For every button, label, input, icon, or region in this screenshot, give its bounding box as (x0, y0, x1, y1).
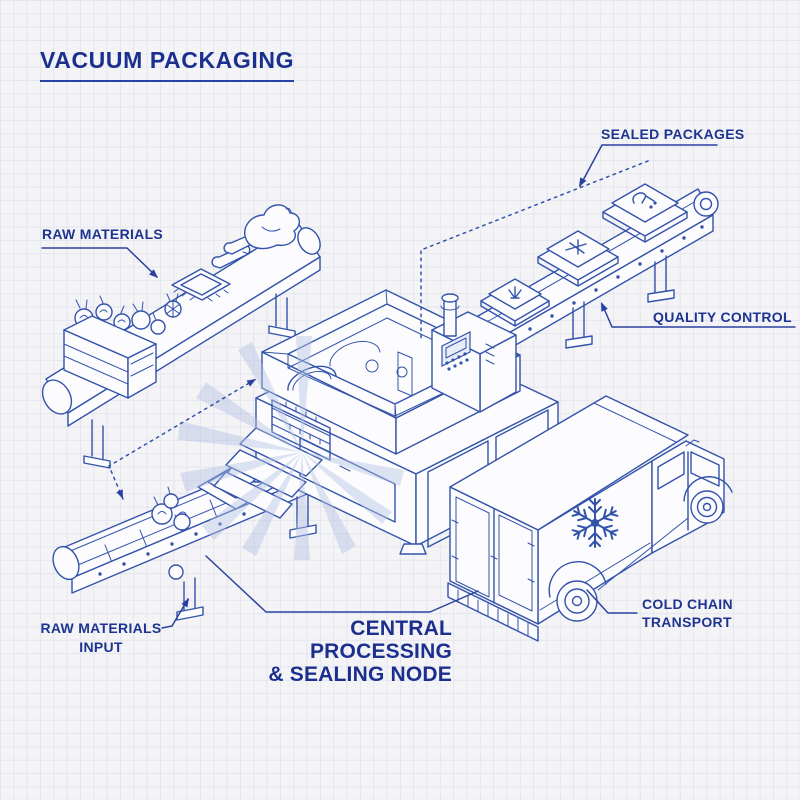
sealed-package-drumstick (602, 183, 688, 243)
loose-vegetables-icon (151, 486, 191, 531)
truck-rear-wheel (556, 580, 598, 622)
vegetable-package-icon (565, 239, 587, 255)
label-central-processing-line1: CENTRAL PROCESSING (309, 617, 452, 663)
sealed-package-vegetables (537, 230, 619, 287)
arrowhead-icon (579, 177, 587, 187)
arrowhead-icon (246, 379, 256, 387)
truck-front-wheel (690, 490, 724, 524)
tray-icon (171, 268, 231, 302)
arrowhead-icon (149, 269, 158, 278)
label-quality-control: QUALITY CONTROL (653, 309, 792, 325)
label-raw-materials: RAW MATERIALS (42, 226, 164, 242)
label-cold-chain-line2: TRANSPORT (642, 614, 732, 630)
arrowhead-icon (601, 302, 608, 312)
arrowhead-icon (116, 489, 123, 499)
machine-chimney (440, 293, 460, 337)
tomatoes-icon (131, 293, 182, 335)
portion-package-icon (508, 286, 522, 299)
snowflake-icon (571, 498, 619, 548)
output-conveyor (465, 183, 719, 414)
leader-central-processing (205, 555, 479, 613)
flow-path-infeed (108, 378, 257, 500)
label-raw-materials-input-line2: INPUT (79, 639, 123, 655)
label-central-processing-line2: & SEALING NODE (268, 663, 452, 686)
leader-raw-materials (41, 247, 158, 278)
arrowhead-icon (181, 598, 189, 608)
label-sealed-packages: SEALED PACKAGES (601, 126, 745, 142)
label-cold-chain-line1: COLD CHAIN (642, 596, 733, 612)
label-raw-materials-input-line1: RAW MATERIALS (40, 620, 162, 636)
watermark-burst (178, 336, 404, 560)
leader-sealed-packages (579, 144, 718, 187)
leader-quality-control (601, 302, 796, 328)
label-central-processing: CENTRAL PROCESSING & SEALING NODE (212, 617, 452, 686)
label-cold-chain-transport: COLD CHAIN TRANSPORT (642, 595, 733, 631)
leader-raw-materials-input (161, 598, 189, 629)
drumstick-package-icon (632, 192, 657, 209)
crate-icon (63, 295, 157, 399)
chicken-icon (244, 204, 301, 250)
label-raw-materials-input: RAW MATERIALS INPUT (40, 619, 162, 657)
refrigerated-truck (447, 395, 733, 642)
sealed-package-portion (480, 278, 550, 327)
flow-path-sealed (420, 160, 649, 339)
page-title: VACUUM PACKAGING (40, 47, 295, 82)
raw-materials-conveyor (41, 204, 321, 469)
leader-cold-chain (586, 589, 638, 614)
